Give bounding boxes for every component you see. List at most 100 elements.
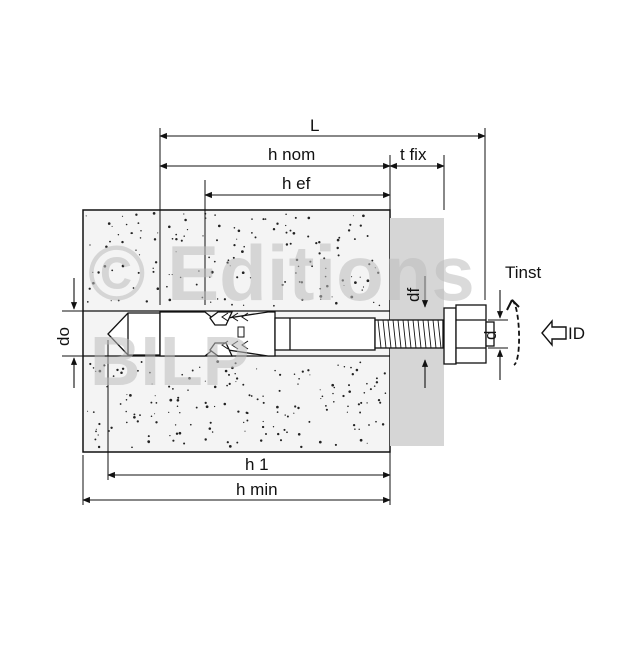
speckle — [375, 377, 378, 380]
speckle — [119, 403, 122, 405]
speckle — [109, 240, 111, 243]
speckle — [256, 368, 258, 370]
speckle — [224, 369, 228, 373]
thread-line — [432, 319, 437, 349]
speckle — [332, 392, 334, 395]
speckle — [175, 237, 178, 241]
speckle — [333, 386, 336, 389]
speckle — [87, 410, 89, 412]
speckle — [352, 423, 356, 427]
speckle — [361, 289, 363, 291]
speckle — [241, 271, 245, 275]
speckle — [297, 383, 299, 385]
speckle — [243, 421, 245, 424]
speckle — [125, 399, 128, 401]
speckle — [217, 224, 221, 228]
speckle — [135, 213, 138, 216]
speckle — [368, 424, 370, 426]
speckle — [133, 413, 136, 416]
speckle — [318, 440, 322, 444]
speckle — [97, 434, 99, 436]
speckle — [350, 366, 352, 369]
speckle — [183, 235, 185, 237]
speckle — [274, 369, 276, 372]
speckle — [195, 283, 198, 286]
speckle — [346, 411, 348, 413]
speckle — [325, 408, 328, 411]
speckle — [354, 428, 356, 430]
speckle — [307, 235, 310, 238]
speckle — [95, 428, 97, 430]
speckle — [201, 296, 204, 299]
speckle — [233, 227, 236, 229]
speckle — [379, 401, 382, 404]
speckle — [377, 271, 380, 274]
speckle — [301, 370, 304, 373]
speckle — [318, 252, 321, 255]
speckle — [209, 276, 211, 278]
speckle — [191, 369, 194, 372]
speckle — [359, 438, 363, 442]
speckle — [297, 265, 300, 268]
speckle — [381, 423, 385, 426]
speckle — [236, 441, 239, 444]
speckle — [294, 216, 297, 219]
speckle — [276, 222, 279, 225]
speckle — [172, 388, 174, 390]
thread-line — [407, 319, 412, 349]
speckle — [301, 298, 304, 301]
speckle — [279, 373, 282, 376]
speckle — [349, 223, 352, 226]
speckle — [298, 377, 300, 380]
speckle — [110, 300, 112, 302]
speckle — [111, 225, 113, 227]
speckle — [373, 301, 375, 304]
speckle — [284, 280, 287, 283]
speckle — [348, 390, 351, 393]
speckle — [242, 304, 245, 306]
speckle — [148, 441, 150, 444]
speckle — [285, 243, 289, 246]
id-arrow-icon — [541, 319, 567, 347]
speckle — [228, 373, 230, 376]
speckle — [156, 287, 160, 290]
speckle — [355, 368, 359, 372]
speckle — [204, 438, 207, 441]
speckle — [234, 362, 237, 365]
speckle — [248, 394, 251, 397]
speckle — [324, 275, 327, 278]
speckle — [246, 419, 249, 422]
speckle — [168, 225, 171, 229]
speckle — [125, 410, 127, 413]
speckle — [117, 299, 120, 302]
label-tinst: Tinst — [505, 263, 541, 282]
speckle — [366, 402, 368, 404]
speckle — [226, 384, 228, 387]
speckle — [232, 256, 235, 259]
speckle — [286, 415, 289, 418]
speckle — [378, 304, 381, 307]
label-h-ef: h ef — [282, 174, 311, 193]
speckle — [129, 394, 132, 397]
label-L: L — [310, 116, 319, 135]
speckle — [309, 260, 312, 263]
speckle — [293, 412, 295, 414]
speckle — [278, 389, 281, 392]
speckle — [235, 377, 239, 380]
speckle — [228, 382, 231, 385]
speckle — [205, 405, 209, 409]
speckle — [261, 425, 265, 429]
speckle — [168, 385, 171, 388]
speckle — [297, 433, 301, 436]
speckle — [137, 271, 140, 274]
speckle — [126, 394, 128, 396]
speckle — [176, 398, 180, 402]
speckle — [298, 280, 301, 283]
speckle — [236, 276, 239, 279]
speckle — [186, 228, 189, 231]
speckle — [135, 249, 137, 251]
speckle — [168, 298, 172, 302]
speckle — [320, 298, 322, 300]
speckle — [106, 386, 108, 388]
speckle — [366, 235, 369, 237]
